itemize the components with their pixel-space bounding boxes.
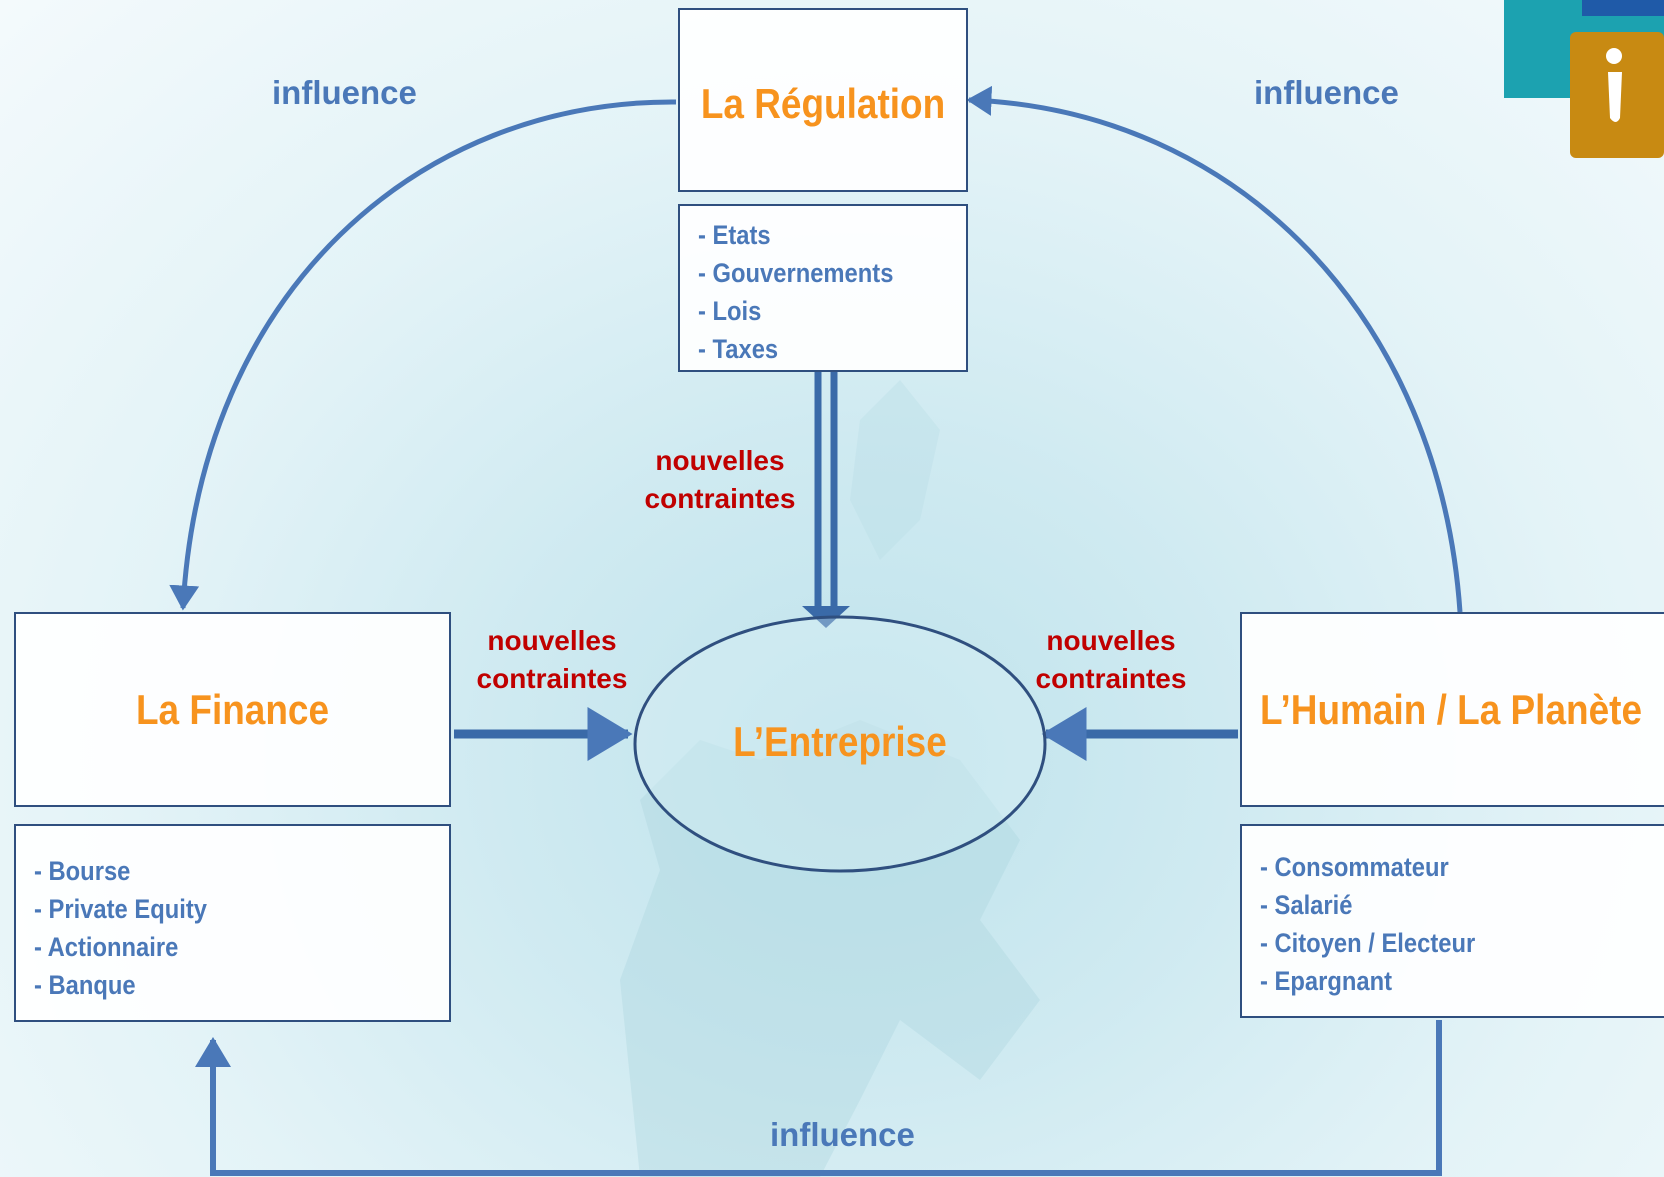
humain-title: L’Humain / La Planète [1259, 686, 1643, 733]
influence-arrow-left [169, 99, 677, 611]
finance-title: La Finance [135, 686, 330, 733]
info-icon [1504, 0, 1664, 158]
regulation-title: La Régulation [700, 80, 946, 127]
influence-label-bottom: influence [770, 1116, 915, 1153]
entreprise-ellipse [633, 615, 1047, 873]
influence-arrow-bottom [195, 1020, 1442, 1176]
list-item: - Citoyen / Electeur [1260, 928, 1476, 958]
regulation-list-box: - Etats - Gouvernements - Lois - Taxes [678, 204, 968, 372]
europe-map-shape [620, 380, 1040, 1177]
contraintes-label-right: nouvelles contraintes [1035, 625, 1187, 694]
list-item: - Gouvernements [698, 258, 894, 288]
regulation-title-box: La Régulation [678, 8, 968, 192]
list-item: - Private Equity [34, 894, 207, 924]
list-item: - Salarié [1260, 890, 1353, 920]
influence-label-left: influence [272, 74, 417, 111]
list-item: - Banque [34, 970, 136, 1000]
list-item: - Taxes [698, 334, 779, 364]
humain-list: - Consommateur - Salarié - Citoyen / Ele… [1260, 848, 1475, 1000]
list-item: - Lois [698, 296, 762, 326]
humain-title-box: L’Humain / La Planète [1240, 612, 1664, 807]
list-item: - Bourse [34, 856, 131, 886]
contraintes-label-top: nouvelles contraintes [644, 445, 796, 514]
finance-title-box: La Finance [14, 612, 451, 807]
list-item: - Etats [698, 220, 771, 250]
entreprise-title: L’Entreprise [733, 718, 947, 765]
humain-list-box: - Consommateur - Salarié - Citoyen / Ele… [1240, 824, 1664, 1018]
influence-arrow-right [966, 85, 1463, 613]
finance-list-box: - Bourse - Private Equity - Actionnaire … [14, 824, 451, 1022]
list-item: - Epargnant [1260, 966, 1393, 996]
list-item: - Consommateur [1260, 852, 1449, 882]
list-item: - Actionnaire [34, 932, 179, 962]
influence-label-right: influence [1254, 74, 1399, 111]
regulation-list: - Etats - Gouvernements - Lois - Taxes [698, 216, 893, 368]
finance-list: - Bourse - Private Equity - Actionnaire … [34, 852, 207, 1004]
contraintes-label-left: nouvelles contraintes [476, 625, 628, 694]
